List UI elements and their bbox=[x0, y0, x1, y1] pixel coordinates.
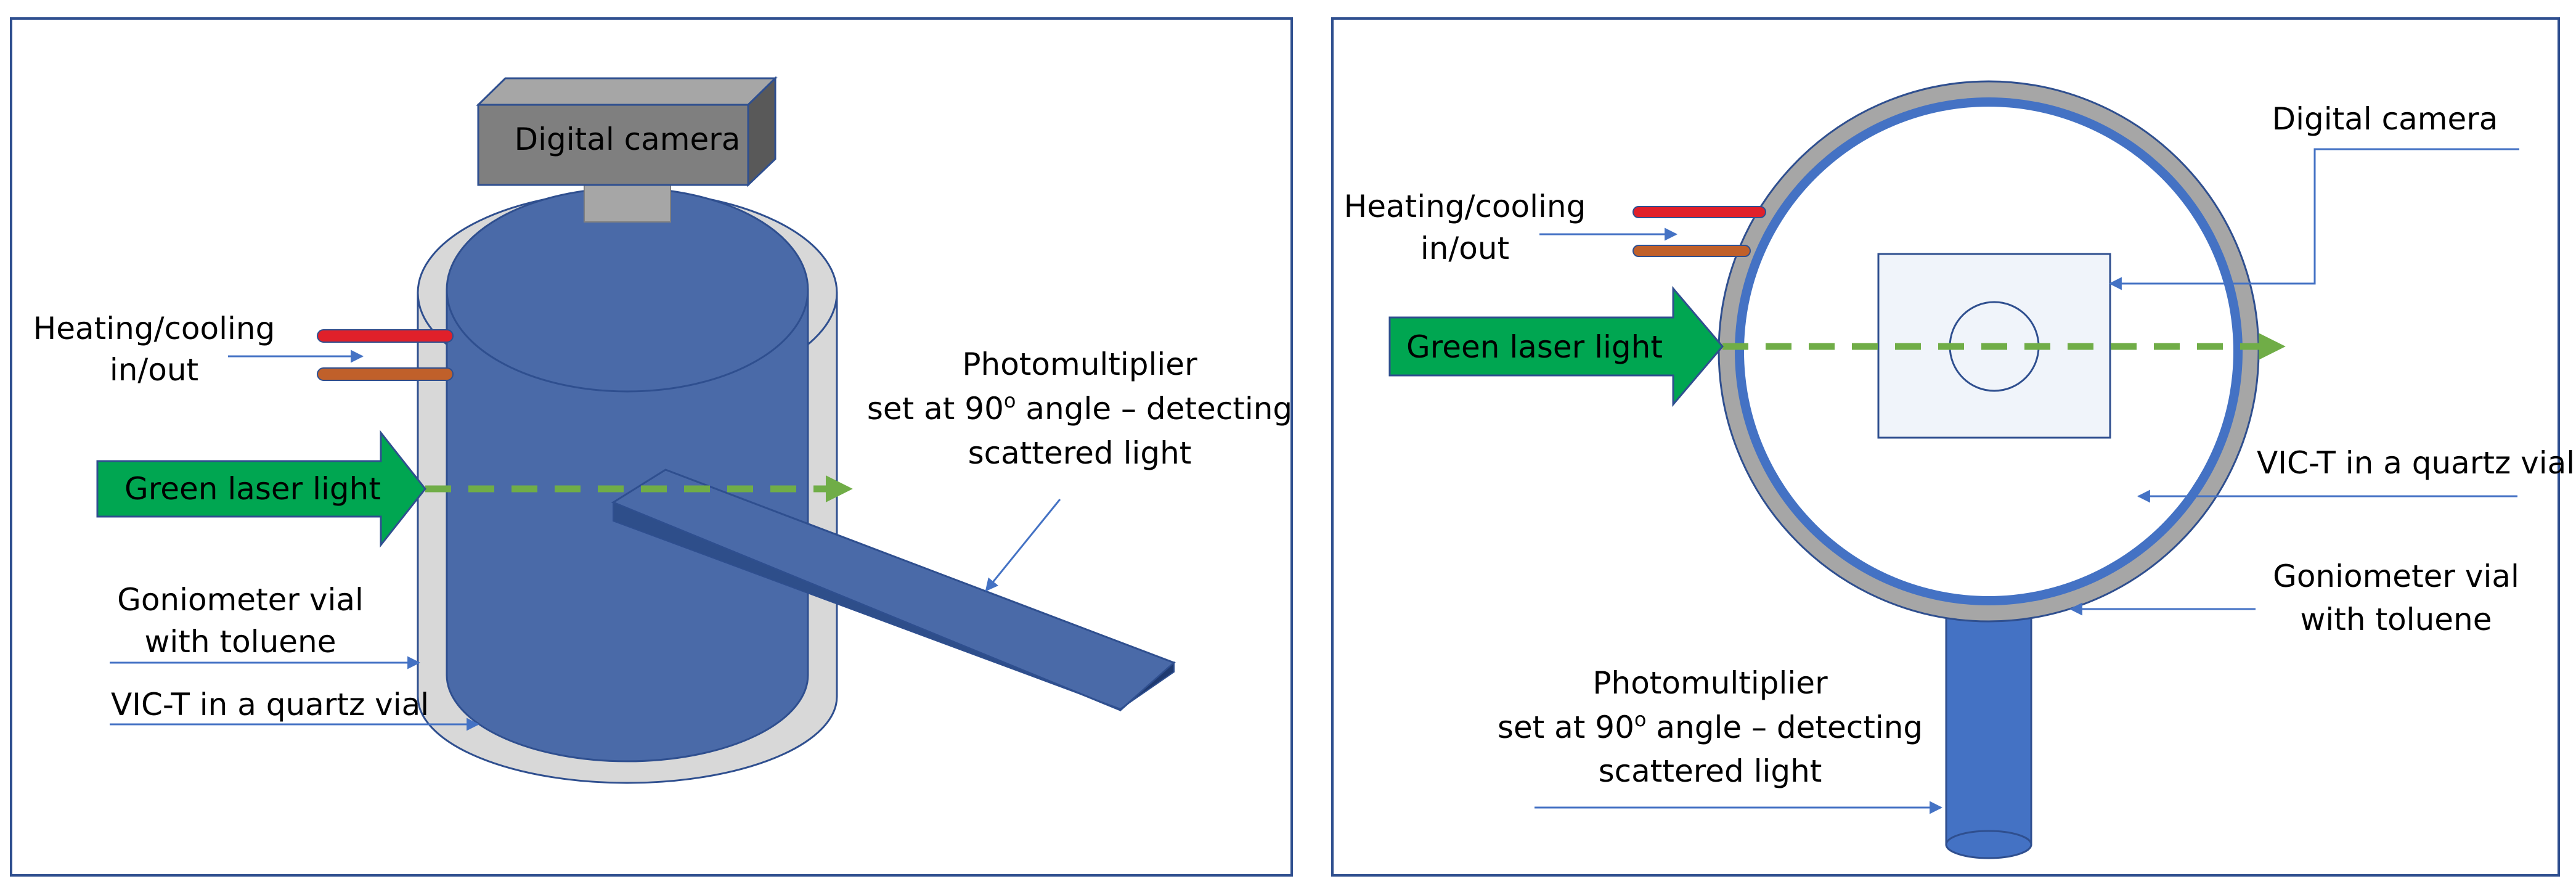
right-laser-label: Green laser light bbox=[1406, 329, 1663, 365]
left-vict-label: VIC-T in a quartz vial bbox=[111, 687, 429, 722]
left-heating-label-line2: in/out bbox=[110, 352, 198, 388]
right-heating-label-line1: Heating/cooling bbox=[1344, 189, 1586, 224]
right-panel: Heating/cooling in/out Green laser light… bbox=[1331, 17, 2575, 877]
left-laser-label: Green laser light bbox=[124, 471, 381, 507]
left-pm-label-line3: scattered light bbox=[968, 435, 1192, 471]
right-pm-label-line3: scattered light bbox=[1599, 753, 1822, 789]
photomultiplier bbox=[611, 469, 1176, 712]
right-laser-arrow bbox=[1388, 285, 1724, 407]
left-goniometer-label-line1: Goniometer vial bbox=[117, 582, 364, 618]
left-laser-arrow bbox=[96, 430, 426, 548]
right-vict-label: VIC-T in a quartz vial bbox=[2257, 445, 2575, 481]
left-pm-pointer bbox=[985, 499, 1061, 592]
right-heating-label-line2: in/out bbox=[1420, 231, 1509, 266]
right-goniometer-label-line2: with toluene bbox=[2301, 602, 2492, 637]
heating-tubes bbox=[317, 329, 454, 381]
left-pm-label-line1: Photomultiplier bbox=[962, 346, 1197, 382]
right-goniometer-label-line1: Goniometer vial bbox=[2273, 559, 2519, 594]
left-camera-label: Digital camera bbox=[515, 121, 741, 157]
right-heating-tubes bbox=[1632, 206, 1766, 257]
right-pm-label-line2: set at 90o angle – detecting bbox=[1498, 708, 1923, 745]
left-goniometer-label-line2: with toluene bbox=[145, 624, 336, 660]
digital-camera bbox=[476, 76, 778, 187]
left-pm-label-line2: set at 90o angle – detecting bbox=[867, 389, 1292, 427]
right-camera-label: Digital camera bbox=[2272, 101, 2498, 137]
quartz-vial bbox=[446, 187, 809, 763]
right-pm-label-line1: Photomultiplier bbox=[1592, 665, 1828, 701]
left-panel: Digital camera Heating/cooling in/out Gr… bbox=[10, 17, 1293, 877]
camera-mount bbox=[584, 181, 671, 223]
left-heating-label-line1: Heating/cooling bbox=[33, 311, 275, 346]
right-camera-pointer bbox=[2108, 148, 2519, 290]
